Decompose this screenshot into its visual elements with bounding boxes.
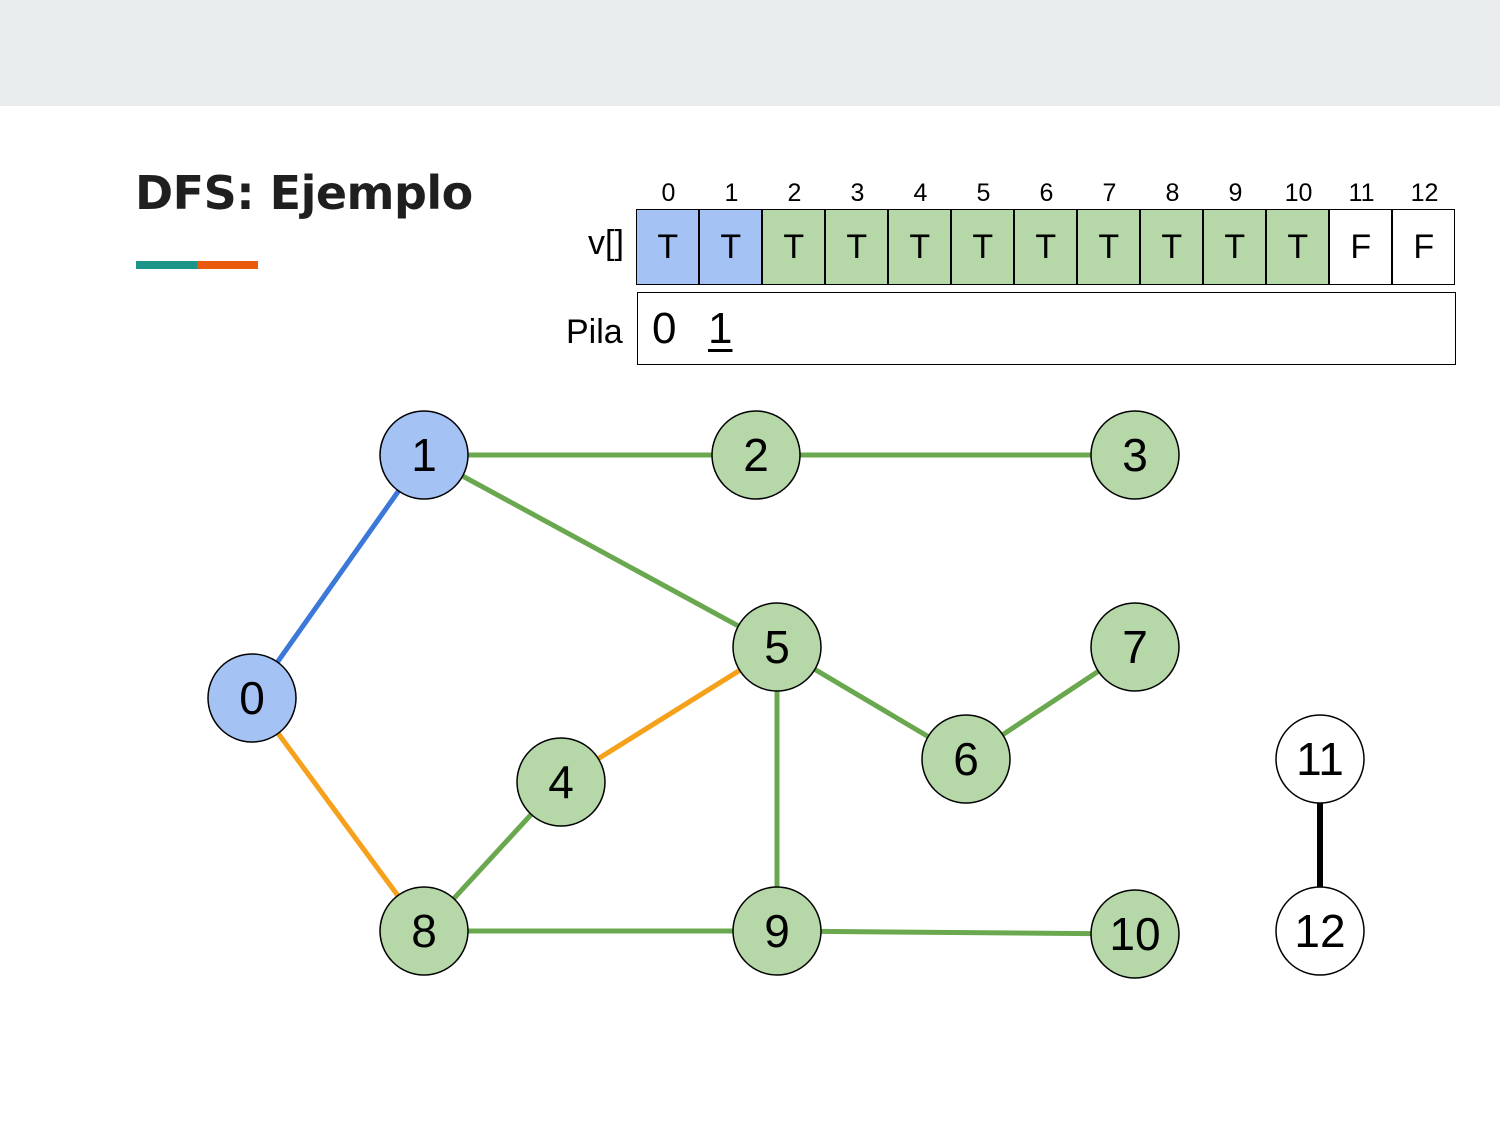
array-cell-2: T [762, 209, 826, 285]
array-cell-10: T [1266, 209, 1330, 285]
array-index-11: 11 [1348, 179, 1375, 207]
node-label: 6 [953, 733, 979, 785]
graph-node-9: 9 [732, 886, 822, 976]
node-label: 12 [1294, 905, 1345, 957]
visited-array-label: v[] [588, 224, 624, 262]
title-accent-teal [136, 261, 197, 269]
stack-label: Pila [566, 313, 623, 351]
slide-title: DFS: Ejemplo [135, 166, 473, 220]
node-circle [1090, 889, 1180, 979]
node-circle [921, 714, 1011, 804]
node-circle [732, 602, 822, 692]
edge-0-8 [249, 696, 427, 933]
node-label: 1 [411, 429, 437, 481]
array-cell-12: F [1392, 209, 1456, 285]
node-label: 3 [1122, 429, 1148, 481]
node-label: 8 [411, 905, 437, 957]
node-circle [1090, 602, 1180, 692]
node-circle [1275, 886, 1365, 976]
node-label: 0 [239, 672, 265, 724]
node-label: 9 [764, 905, 790, 957]
edge-1-5 [422, 452, 779, 650]
array-index-10: 10 [1284, 179, 1313, 207]
node-label: 2 [743, 429, 769, 481]
array-index-5: 5 [976, 179, 991, 207]
array-cell-6: T [1014, 209, 1078, 285]
node-circle [732, 886, 822, 976]
array-index-3: 3 [850, 179, 865, 207]
node-circle [379, 886, 469, 976]
graph-node-12: 12 [1275, 886, 1365, 976]
edge-0-1 [249, 453, 427, 700]
array-index-9: 9 [1228, 179, 1243, 207]
node-label: 4 [548, 756, 574, 808]
node-circle [516, 737, 606, 827]
graph-node-3: 3 [1090, 410, 1180, 500]
graph-node-8: 8 [379, 886, 469, 976]
slide-header-bar [0, 0, 1500, 106]
array-index-1: 1 [724, 179, 739, 207]
array-index-2: 2 [787, 179, 802, 207]
node-circle [711, 410, 801, 500]
node-circle [207, 653, 297, 743]
stack-item: 0 [652, 304, 677, 353]
graph-node-2: 2 [711, 410, 801, 500]
array-index-6: 6 [1039, 179, 1054, 207]
node-circle [379, 410, 469, 500]
array-cell-9: T [1203, 209, 1267, 285]
node-label: 7 [1122, 621, 1148, 673]
array-cell-1: T [699, 209, 763, 285]
title-accent-orange [197, 261, 258, 269]
array-cell-0: T [636, 209, 700, 285]
node-circle [1275, 714, 1365, 804]
graph-node-11: 11 [1275, 714, 1365, 804]
array-index-8: 8 [1165, 179, 1180, 207]
array-cell-3: T [825, 209, 889, 285]
array-index-7: 7 [1102, 179, 1117, 207]
array-cell-5: T [951, 209, 1015, 285]
edge-9-10 [776, 928, 1136, 937]
node-label: 11 [1296, 733, 1344, 785]
array-index-0: 0 [661, 179, 676, 207]
graph-edges [249, 452, 1323, 937]
array-cell-4: T [888, 209, 952, 285]
stack-item: 1 [708, 304, 733, 353]
node-label: 10 [1109, 908, 1160, 960]
graph-node-7: 7 [1090, 602, 1180, 692]
graph-node-10: 10 [1090, 889, 1180, 979]
array-index-4: 4 [913, 179, 928, 207]
graph-node-1: 1 [379, 410, 469, 500]
array-cell-11: F [1329, 209, 1393, 285]
graph-node-4: 4 [516, 737, 606, 827]
array-cell-7: T [1077, 209, 1141, 285]
graph-node-0: 0 [207, 653, 297, 743]
node-label: 5 [764, 621, 790, 673]
array-cell-8: T [1140, 209, 1204, 285]
array-index-12: 12 [1410, 179, 1439, 207]
graph-node-6: 6 [921, 714, 1011, 804]
node-circle [1090, 410, 1180, 500]
graph-node-5: 5 [732, 602, 822, 692]
